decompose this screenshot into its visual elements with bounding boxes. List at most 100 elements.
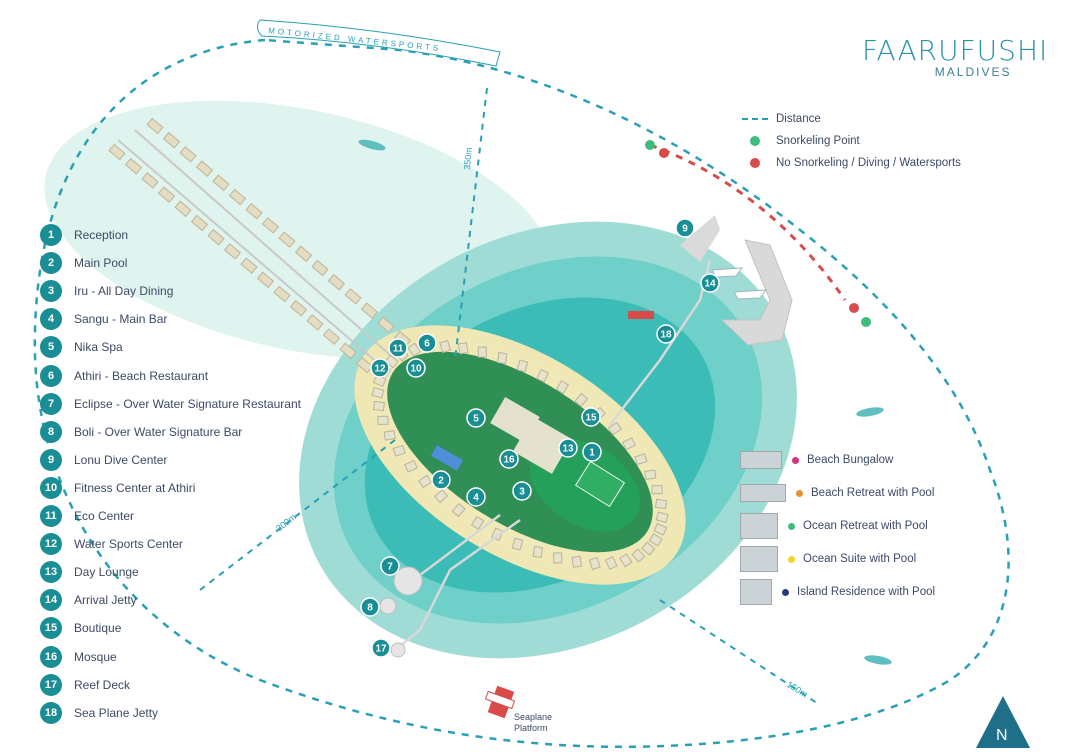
beach-villa (574, 392, 589, 408)
map-marker-18[interactable]: 18 (656, 324, 676, 344)
location-label: Sea Plane Jetty (74, 705, 159, 720)
seaplane-label-line2: Platform (514, 723, 548, 733)
villa-color-dot (782, 588, 789, 596)
location-label: Eclipse - Over Water Signature Restauran… (74, 396, 301, 411)
map-marker-6[interactable]: 6 (417, 333, 437, 353)
location-label: Reef Deck (74, 677, 131, 692)
svg-text:8: 8 (367, 603, 373, 614)
seaplane-platform (484, 685, 516, 719)
location-number-badge: 18 (40, 701, 62, 724)
water-villa (223, 243, 242, 260)
villa-color-dot (788, 522, 795, 530)
no-snorkeling-point (659, 148, 669, 158)
water-villa (190, 214, 209, 232)
map-marker-15[interactable]: 15 (581, 407, 601, 427)
map-marker-4[interactable]: 4 (466, 487, 486, 507)
beach-villa (384, 354, 399, 369)
villa-icon (740, 513, 778, 539)
location-label: Athiri - Beach Restaurant (74, 368, 209, 383)
map-marker-14[interactable]: 14 (700, 273, 720, 293)
map-marker-10[interactable]: 10 (406, 358, 426, 378)
water-villa (273, 285, 291, 303)
location-number-badge: 1 (40, 224, 62, 246)
villa-color-dot (796, 489, 803, 497)
location-number-badge: 8 (40, 420, 62, 443)
map-marker-13[interactable]: 13 (558, 438, 578, 458)
map-marker-12[interactable]: 12 (370, 358, 390, 378)
eclipse-platform (393, 566, 423, 596)
beach-villa (383, 430, 396, 441)
map-marker-17[interactable]: 17 (371, 638, 391, 658)
location-number-badge: 15 (40, 617, 62, 640)
map-marker-16[interactable]: 16 (499, 449, 519, 469)
map-marker-1[interactable]: 1 (582, 442, 602, 462)
svg-text:6: 6 (424, 339, 430, 350)
location-label: Mosque (74, 649, 117, 664)
villa-type-label: Island Residence with Pool (797, 586, 936, 598)
location-label: Boli - Over Water Signature Bar (74, 424, 243, 439)
map-marker-5[interactable]: 5 (466, 408, 486, 428)
location-number-badge: 11 (40, 505, 62, 527)
beach-villa (644, 469, 657, 480)
villa-type-item: Island Residence with Pool (740, 579, 980, 605)
location-number-badge: 5 (40, 336, 62, 359)
beach-villa (619, 553, 633, 568)
location-number-badge: 3 (40, 280, 62, 303)
beach-villa (532, 545, 543, 558)
location-legend-item: 8 Boli - Over Water Signature Bar (40, 420, 330, 443)
water-villa (179, 146, 197, 163)
water-villa (108, 143, 126, 161)
water-villa (289, 299, 308, 317)
map-marker-8[interactable]: 8 (360, 597, 380, 617)
svg-text:15: 15 (585, 413, 597, 424)
svg-text:9: 9 (682, 224, 688, 235)
overwater-jetties (117, 129, 391, 366)
beach-villa (648, 533, 663, 547)
beach-villa (418, 474, 433, 489)
beach-villa (654, 498, 668, 510)
water-villas (108, 117, 412, 374)
beach-villa (655, 511, 669, 524)
key-row-distance: Distance (740, 110, 1000, 128)
key-row-no-snorkeling: No Snorkeling / Diving / Watersports (740, 154, 1000, 172)
location-label: Reception (74, 228, 129, 242)
arrival-jetty (720, 239, 793, 346)
villa-color-dot (788, 555, 795, 563)
map-marker-7[interactable]: 7 (380, 556, 400, 576)
beach-villa (553, 552, 563, 564)
location-legend-item: 18 Sea Plane Jetty (40, 701, 330, 724)
no-snorkeling-point (849, 303, 859, 313)
beach-villa (651, 485, 663, 495)
map-marker-11[interactable]: 11 (388, 338, 408, 358)
water-villa (141, 172, 159, 189)
brand-sub: MALDIVES (934, 65, 1012, 79)
compass-letter: N (996, 727, 1008, 744)
water-villa (360, 302, 379, 319)
motorized-watersports-banner (256, 19, 501, 67)
beach-villa (433, 489, 449, 504)
svg-text:13: 13 (562, 444, 574, 455)
map-marker-2[interactable]: 2 (431, 470, 451, 490)
location-number-badge: 13 (40, 561, 62, 584)
map-marker-3[interactable]: 3 (512, 481, 532, 501)
location-label: Sangu - Main Bar (74, 312, 168, 327)
location-number-badge: 12 (40, 533, 62, 556)
boli-platform (379, 597, 397, 615)
key-label: Distance (776, 113, 821, 125)
villa-type-label: Ocean Retreat with Pool (803, 520, 928, 532)
location-number-badge: 16 (40, 645, 62, 668)
location-number-badge: 17 (40, 673, 62, 696)
beach-villa (457, 342, 469, 355)
key-label: No Snorkeling / Diving / Watersports (776, 157, 961, 169)
distance-label-150: 150m (785, 679, 809, 699)
location-label: Iru - All Day Dining (74, 284, 174, 299)
map-marker-9[interactable]: 9 (675, 218, 695, 238)
location-number-badge: 9 (40, 448, 62, 471)
